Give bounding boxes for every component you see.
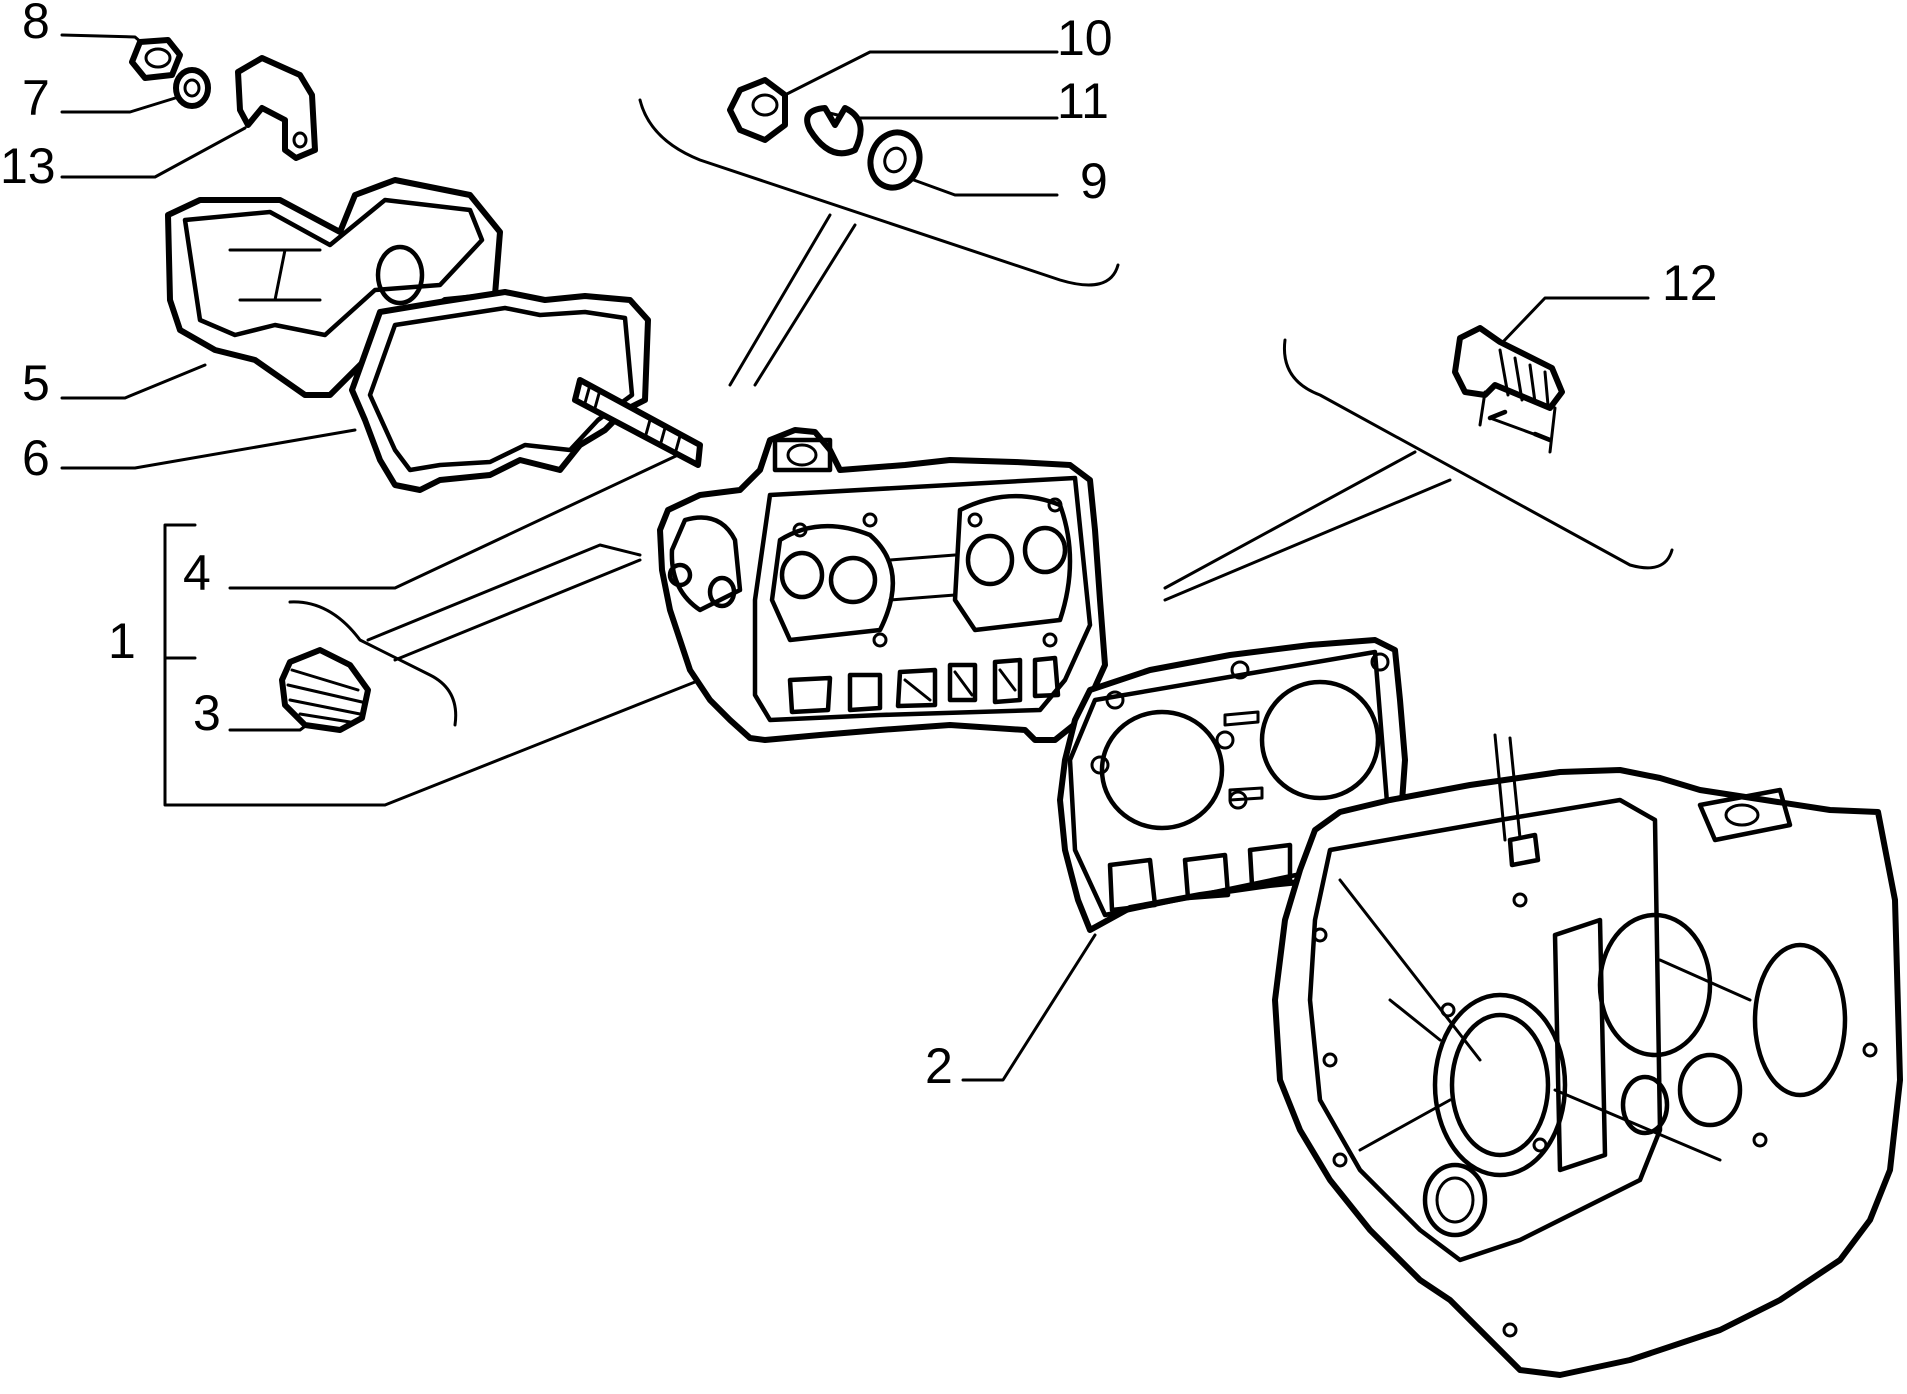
callout-10: 10 [1057, 10, 1113, 66]
guide-curve-right [1282, 338, 1674, 570]
plug-3 [279, 647, 371, 733]
bolt-12 [1452, 325, 1565, 454]
callout-1: 1 [108, 613, 136, 669]
leader-13 [60, 126, 247, 179]
washer-7 [173, 67, 211, 109]
callout-6: 6 [22, 430, 50, 486]
leader-4 [228, 453, 680, 590]
callout-7: 7 [22, 70, 50, 126]
guide-lines-left [366, 543, 642, 662]
crankcase [1272, 733, 1903, 1378]
cover-gasket-6 [349, 289, 651, 493]
stud-4 [572, 377, 703, 468]
leader-5 [60, 363, 207, 400]
leader-9 [898, 173, 1059, 197]
cylinder-head-1 [657, 427, 1108, 743]
assembly-guide-lines [288, 98, 1674, 727]
leader-6 [60, 428, 357, 470]
callout-8: 8 [22, 0, 50, 49]
leader-2 [961, 933, 1097, 1082]
callout-5: 5 [22, 355, 50, 411]
leader-1-bracket [163, 523, 702, 807]
callout-11: 11 [1057, 73, 1109, 129]
callout-3: 3 [193, 685, 221, 741]
callout-13: 13 [0, 138, 56, 194]
leader-12 [1498, 296, 1650, 347]
nut-10 [727, 77, 788, 143]
guide-curve-left [288, 600, 458, 727]
callout-12: 12 [1662, 255, 1718, 311]
callout-9: 9 [1080, 153, 1108, 209]
washer-9 [867, 129, 923, 191]
callout-4: 4 [183, 545, 211, 601]
guide-lines-right [1163, 450, 1452, 602]
leader-7 [60, 93, 187, 114]
guide-curve-top [638, 98, 1120, 287]
bracket-13 [235, 55, 318, 161]
leader-10 [773, 50, 1059, 102]
lock-washer-11 [804, 105, 864, 157]
callout-2: 2 [925, 1038, 953, 1094]
guide-lines-top [728, 213, 857, 387]
nut-8 [129, 37, 183, 81]
